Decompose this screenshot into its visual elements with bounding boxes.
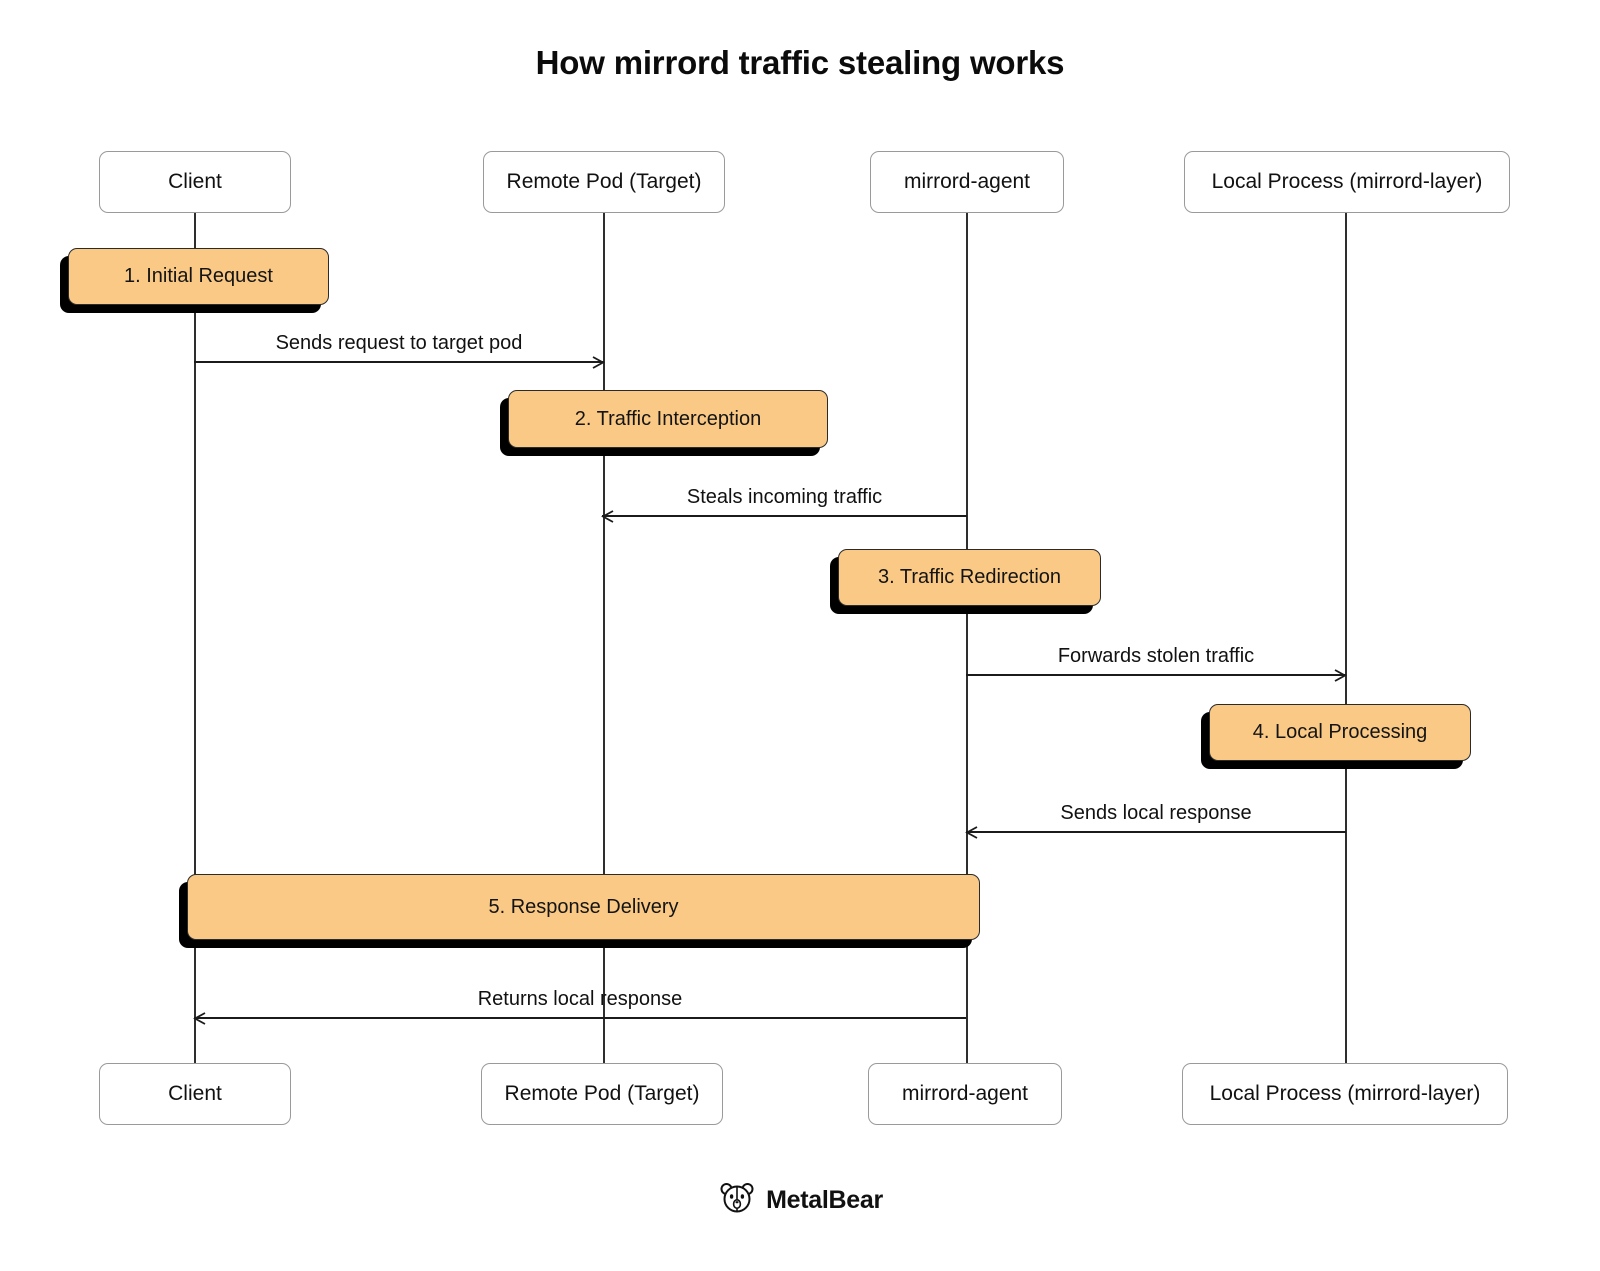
message-label: Steals incoming traffic <box>686 486 883 508</box>
lifeline-client <box>194 213 196 1064</box>
message-line <box>194 1017 966 1019</box>
note-initial-request[interactable]: 1. Initial Request <box>68 248 329 305</box>
note-label: 1. Initial Request <box>124 265 273 287</box>
note-label: 3. Traffic Redirection <box>877 566 1062 588</box>
note-response-delivery[interactable]: 5. Response Delivery <box>187 874 980 940</box>
note-traffic-interception[interactable]: 2. Traffic Interception <box>508 390 828 448</box>
page-title: How mirrord traffic stealing works <box>535 44 1065 81</box>
participant-remote-pod-bottom[interactable]: Remote Pod (Target) <box>481 1063 723 1125</box>
participant-client-top[interactable]: Client <box>99 151 291 213</box>
arrowhead-left-icon <box>192 1010 209 1027</box>
note-label: 2. Traffic Interception <box>574 407 762 430</box>
participant-label: Client <box>168 170 222 193</box>
participant-label: mirrord-agent <box>903 170 1031 193</box>
participant-mirrord-agent-bottom[interactable]: mirrord-agent <box>868 1063 1062 1125</box>
message-line <box>966 674 1346 676</box>
participant-label: mirrord-agent <box>901 1082 1029 1105</box>
note-label: 5. Response Delivery <box>488 895 679 918</box>
message-label: Sends request to target pod <box>275 332 523 354</box>
message-label: Forwards stolen traffic <box>1057 645 1255 667</box>
arrowhead-left-icon <box>964 824 981 841</box>
message-line <box>966 831 1346 833</box>
message-sends-local-response: Sends local response <box>965 789 1346 839</box>
participant-local-process-bottom[interactable]: Local Process (mirrord-layer) <box>1182 1063 1508 1125</box>
note-local-processing[interactable]: 4. Local Processing <box>1209 704 1471 761</box>
message-returns-local-response: Returns local response <box>193 975 966 1025</box>
arrowhead-right-icon <box>589 354 606 371</box>
message-label: Returns local response <box>477 988 683 1010</box>
arrowhead-right-icon <box>1331 667 1348 684</box>
message-line <box>194 361 604 363</box>
participant-local-process-top[interactable]: Local Process (mirrord-layer) <box>1184 151 1510 213</box>
footer-logo: MetalBear <box>0 1178 1600 1223</box>
participant-label: Remote Pod (Target) <box>506 170 702 193</box>
participant-mirrord-agent-top[interactable]: mirrord-agent <box>870 151 1064 213</box>
participant-label: Remote Pod (Target) <box>504 1082 700 1105</box>
participant-client-bottom[interactable]: Client <box>99 1063 291 1125</box>
note-label: 4. Local Processing <box>1252 721 1428 743</box>
lifeline-local-process <box>1345 213 1347 1064</box>
message-line <box>602 515 967 517</box>
arrowhead-left-icon <box>600 508 617 525</box>
lifeline-remote-pod <box>603 213 605 1064</box>
participant-label: Local Process (mirrord-layer) <box>1211 170 1483 193</box>
bear-head-icon <box>717 1178 757 1223</box>
message-label: Sends local response <box>1060 802 1252 824</box>
brand-name: MetalBear <box>766 1186 883 1214</box>
note-traffic-redirection[interactable]: 3. Traffic Redirection <box>838 549 1101 606</box>
message-steals-incoming-traffic: Steals incoming traffic <box>601 473 967 523</box>
message-sends-request-to-target-pod: Sends request to target pod <box>194 319 605 369</box>
lifeline-mirrord-agent <box>966 213 968 1064</box>
participant-label: Local Process (mirrord-layer) <box>1209 1082 1481 1105</box>
participant-remote-pod-top[interactable]: Remote Pod (Target) <box>483 151 725 213</box>
participant-label: Client <box>168 1082 222 1105</box>
message-forwards-stolen-traffic: Forwards stolen traffic <box>966 632 1347 682</box>
